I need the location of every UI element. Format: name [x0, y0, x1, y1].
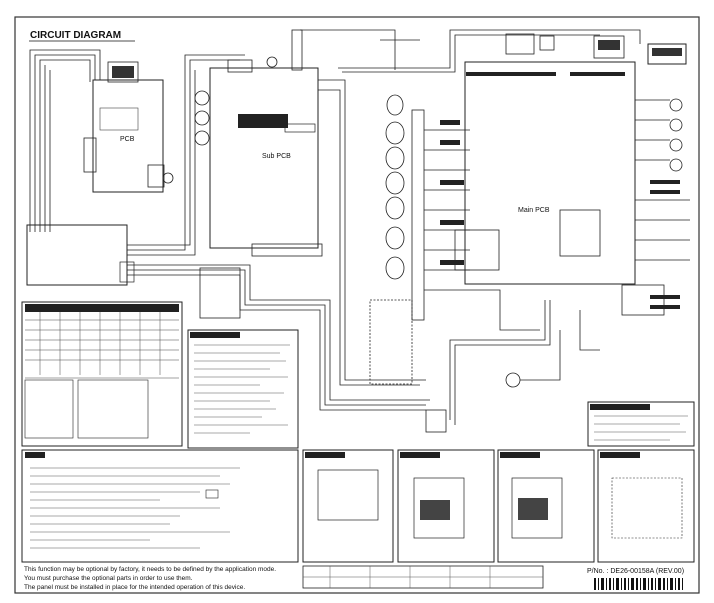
main-pcb-label: Main PCB	[518, 207, 550, 214]
note-1: This function may be optional by factory…	[24, 566, 276, 573]
part-number: P/No. : DE26-00158A (REV.00)	[587, 568, 684, 575]
wiring	[29, 29, 690, 425]
legend-box-right	[587, 401, 695, 447]
main-pcb: Main PCB	[454, 33, 687, 316]
option-panels	[302, 449, 695, 563]
spec-table-left	[21, 301, 183, 447]
display-pcb: PCB	[83, 61, 174, 193]
sheet-border	[14, 16, 700, 594]
barcode	[594, 578, 683, 590]
connector-pins	[440, 72, 680, 309]
note-2: You must purchase the optional parts in …	[24, 575, 193, 582]
component-circles	[385, 94, 683, 388]
diagram-title: CIRCUIT DIAGRAM	[30, 30, 121, 41]
note-3: The panel must be installed in place for…	[24, 584, 245, 591]
terminal-column	[199, 109, 447, 433]
left-connector-box	[26, 224, 135, 286]
bottom-table	[302, 565, 544, 589]
notes-box	[21, 449, 299, 563]
display-pcb-label: PCB	[120, 136, 135, 143]
sub-pcb-label: Sub PCB	[262, 153, 291, 160]
sub-pcb: Sub PCB	[194, 29, 323, 257]
legend-box-center	[187, 329, 299, 449]
